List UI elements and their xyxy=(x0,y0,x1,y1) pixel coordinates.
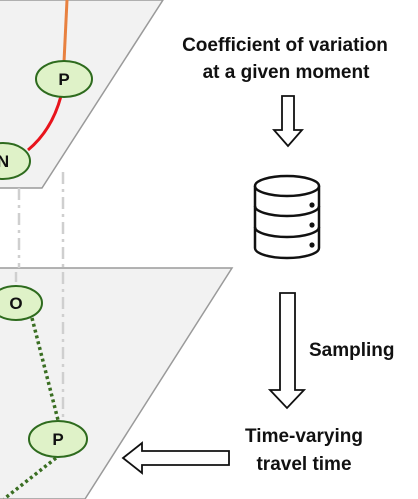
edge-orange xyxy=(62,0,69,63)
node-lower-o: O xyxy=(0,285,43,321)
node-lower-p: P xyxy=(28,420,88,458)
node-label: P xyxy=(52,430,63,449)
edge-red xyxy=(27,95,63,152)
coefficient-label-line2: at a given moment xyxy=(203,62,370,83)
time-varying-label-line2: travel time xyxy=(256,454,351,475)
node-label: O xyxy=(9,294,22,313)
node-upper-n: N xyxy=(0,142,31,180)
node-upper-p: P xyxy=(35,60,93,98)
left-arrow-icon xyxy=(121,441,230,475)
coefficient-label-line1: Coefficient of variation xyxy=(182,35,388,56)
time-varying-label-line1: Time-varying xyxy=(245,426,363,447)
sampling-arrow-icon xyxy=(267,292,307,410)
database-icon xyxy=(253,174,321,260)
node-label: N xyxy=(0,152,9,171)
down-arrow-icon xyxy=(272,95,304,148)
node-label: P xyxy=(58,70,69,89)
edge-green-dotted xyxy=(2,456,58,499)
sampling-label: Sampling xyxy=(309,340,395,361)
